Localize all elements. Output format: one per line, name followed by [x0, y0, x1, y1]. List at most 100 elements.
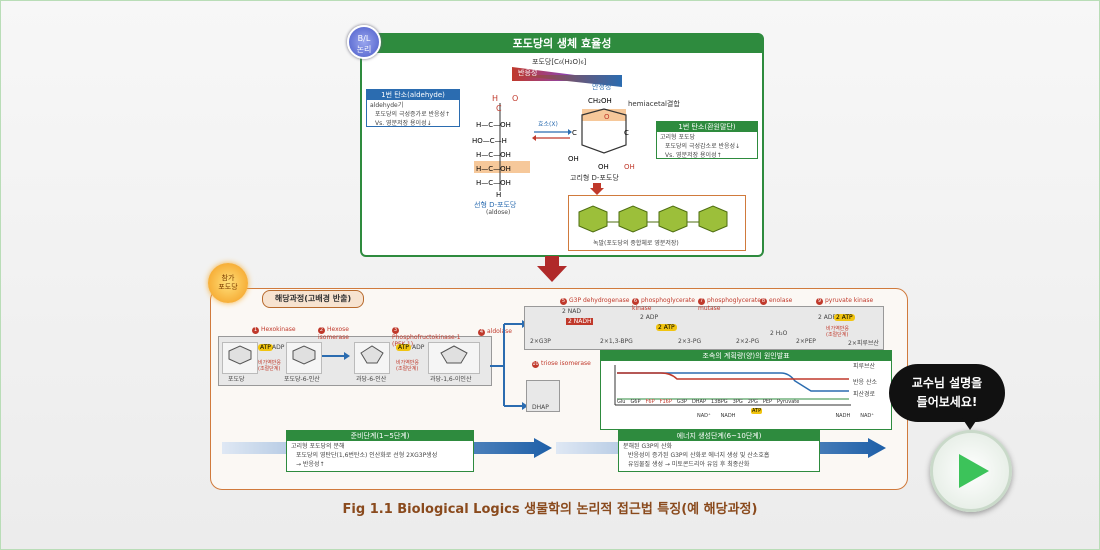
mol-f6p [354, 342, 390, 374]
irreversible-note-1: 비가역반응 (조절단계) [258, 360, 282, 372]
graph-nadh-1: NADH [720, 413, 736, 419]
svg-text:C: C [624, 129, 629, 137]
reducing-end-line2: 포도당의 극성감소로 반응성↓ [665, 143, 741, 150]
mol-dhap-label: DHAP [532, 404, 549, 411]
graph-met-13bpg: 13BPG [710, 399, 728, 405]
starch-box: 녹말(포도당의 중합체로 영분저장) [568, 195, 746, 251]
reducing-end-line1: 고리형 포도당 [660, 134, 696, 141]
mol-g3p-label: 2×G3P [530, 338, 551, 345]
payoff-steps-box [524, 306, 884, 350]
adp-label-2: ADP [412, 344, 425, 351]
linear-glucose-sub: (aldose) [486, 209, 511, 216]
svg-text:H—C—OH: H—C—OH [476, 165, 511, 173]
graph-label-pathway: 피산경로 [853, 391, 876, 398]
mol-glucose [222, 342, 258, 374]
nadh-label: 2 NADH [566, 318, 594, 325]
reducing-end-box: 1번 탄소(환원말단) 고리형 포도당 포도당의 극성감소로 반응성↓ Vs. … [656, 121, 758, 159]
starch-chain [578, 205, 728, 233]
reducing-end-line3: Vs. 영분저장 용이성↑ [665, 152, 722, 159]
mol-pyruvate-label: 2×피루브산 [848, 340, 879, 347]
graph-nad-1: NAD⁺ [697, 413, 711, 419]
graph-metabolite-row: Glu G6P F6P F16P G3P DHAP 13BPG 3PG 2PG … [617, 399, 877, 405]
graph-nad-row: NAD⁺ NADH NADH NAD⁺ [697, 413, 887, 419]
graph-atp-badge: ATP [751, 408, 763, 414]
svg-text:O: O [512, 94, 518, 103]
graph-met-f6p: F6P [645, 399, 655, 405]
svg-text:H—C—OH: H—C—OH [476, 151, 511, 159]
professor-callout: 교수님 설명을 들어보세요! [889, 364, 1005, 422]
mol-f16bp [428, 342, 480, 374]
reactivity-label: 반응성 [518, 69, 538, 77]
graph-label-pyruvate: 피루브산 [853, 363, 876, 370]
mol-glucose-label: 포도당 [228, 376, 245, 383]
svg-text:H—C—OH: H—C—OH [476, 121, 511, 129]
glycolysis-title: 해당과정(고배경 반출) [262, 290, 364, 308]
nad-label: 2 NAD [562, 308, 581, 315]
payoff-phase-header: 에너지 생성단계(6~10단계) [619, 431, 819, 441]
aldehyde-box-header: 1번 탄소(aldehyde) [367, 90, 459, 100]
adp2-label-2: 2 ADP [818, 314, 837, 321]
ring-glucose-label: 고리형 D-포도당 [570, 174, 619, 182]
play-button[interactable] [930, 430, 1012, 512]
panel-title: 포도당의 생체 효율성 [362, 35, 762, 53]
svg-text:C: C [496, 104, 502, 113]
prep-phase-box: 준비단계(1~5단계) 고리형 포도당의 분해 포도당의 영탄단(1,6번탄소)… [286, 430, 474, 472]
payoff-line1: 분해된 G3P의 산화 [623, 443, 673, 450]
bl-logic-badge: B/L 논리 [347, 25, 381, 59]
hemiacetal-label: hemiacetal결합 [628, 100, 680, 108]
step-arrow-icon [322, 352, 350, 360]
graph-met-glu: Glu [617, 399, 626, 405]
linear-glucose-structure: H O C H—C—OH HO—C—H H—C—OH H—C—OH H—C—OH… [472, 94, 530, 199]
aldehyde-box: 1번 탄소(aldehyde) aldehyde기 포도당의 극성증가로 반응성… [366, 89, 460, 127]
aldehyde-line1: aldehyde기 [370, 102, 404, 109]
svg-text:OH: OH [624, 163, 635, 171]
mol-g6p-label: 포도당-6-인산 [284, 376, 320, 383]
down-arrow-icon [590, 183, 604, 195]
starch-label: 녹말(포도당의 중합체로 영분저장) [593, 240, 679, 247]
svg-text:H: H [492, 94, 498, 103]
atp2-badge-2: 2 ATP [834, 314, 855, 321]
svg-text:H—C—OH: H—C—OH [476, 179, 511, 187]
aldehyde-line2: 포도당의 극성증가로 반응성↑ [375, 111, 451, 118]
graph-met-g6p: G6P [630, 399, 641, 405]
mol-2pg-label: 2×2-PG [736, 338, 760, 345]
aldehyde-line3: Vs. 영분저장 용이성↓ [375, 120, 432, 127]
mol-pep-label: 2×PEP [796, 338, 816, 345]
adp2-label-1: 2 ADP [640, 314, 659, 321]
equilibrium-arrow [532, 129, 572, 141]
prep-line1: 고리형 포도당의 분해 [291, 443, 345, 450]
callout-tail [962, 418, 978, 430]
energy-graph: 조속의 계획량(양)의 원인발표 피루브산 반응 산소 피산경로 Glu G6P… [600, 350, 892, 430]
payoff-line3: 유입물질 생성 → 미토콘드리아 유입 후 최종산화 [628, 461, 750, 468]
graph-nadh-2: NADH [835, 413, 851, 419]
irreversible-note-2: 비가역반응 (조절단계) [396, 360, 420, 372]
graph-met-pyruvate: Pyruvate [777, 399, 800, 405]
energy-curves [614, 365, 851, 406]
payoff-line2: 반응성이 증가된 G3P의 산화로 에너지 생성 및 산소호흡 [628, 452, 770, 459]
graph-met-2pg: 2PG [747, 399, 758, 405]
glucose-efficiency-panel: 포도당의 생체 효율성 포도당[C₆(H₂O)₆] 반응성 안정성 1번 탄소(… [360, 33, 764, 257]
stability-label: 안정성 [592, 83, 612, 91]
svg-text:O: O [604, 113, 610, 121]
svg-text:H: H [496, 191, 501, 199]
adp-label: ADP [272, 344, 285, 351]
split-arrows-icon [490, 320, 528, 410]
svg-text:HO—C—H: HO—C—H [472, 137, 507, 145]
payoff-phase-box: 에너지 생성단계(6~10단계) 분해된 G3P의 산화 반응성이 증가된 G3… [618, 430, 820, 472]
h2o-label: 2 H₂O [770, 330, 788, 337]
atp-badge-2: ATP [396, 344, 411, 351]
prep-phase-header: 준비단계(1~5단계) [287, 431, 473, 441]
prep-line3: → 반응성↑ [296, 461, 325, 468]
mol-g6p [286, 342, 322, 374]
prep-line2: 포도당의 영탄단(1,6번탄소) 인산화로 선형 2XG3P생성 [296, 452, 438, 459]
glucose-formula: 포도당[C₆(H₂O)₆] [532, 58, 587, 66]
svg-text:OH: OH [598, 163, 609, 171]
graph-met-f16p: F16P [659, 399, 672, 405]
